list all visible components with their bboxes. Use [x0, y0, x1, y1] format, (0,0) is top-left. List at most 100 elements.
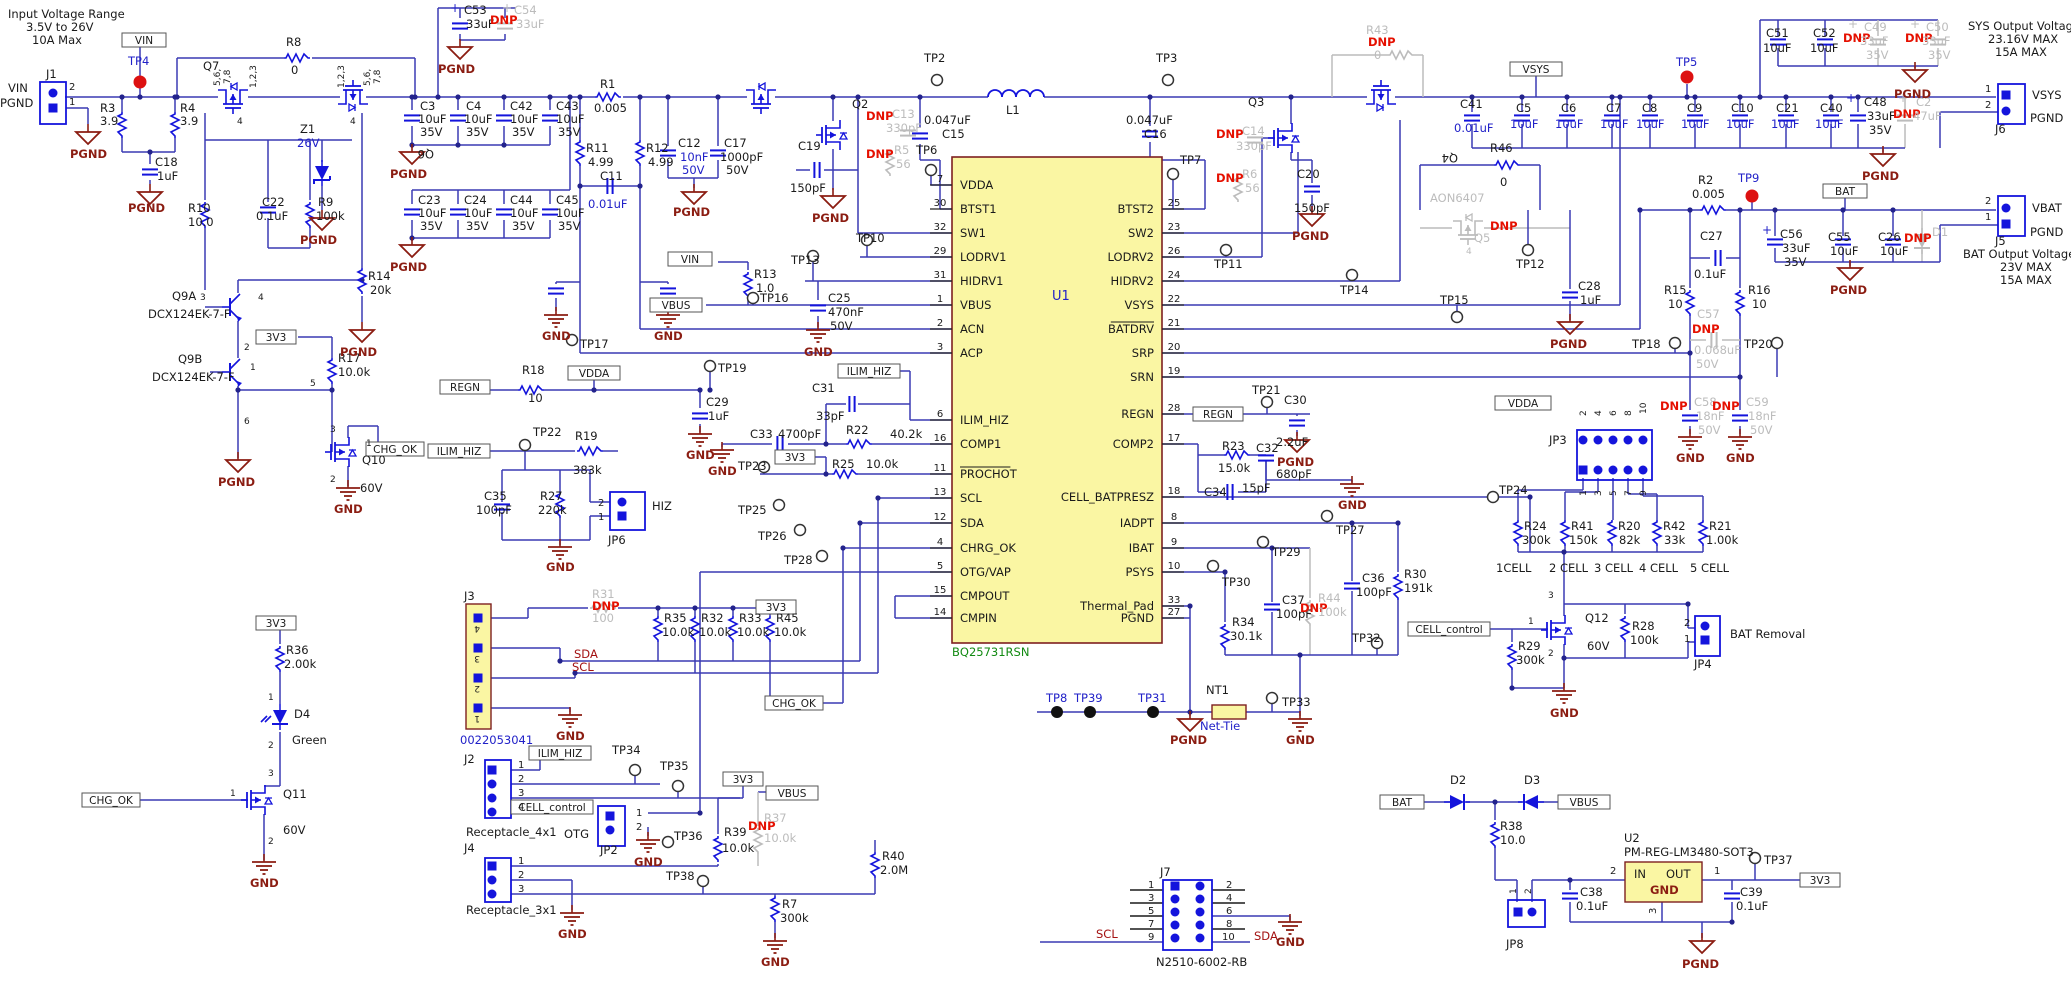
ic-pin-name: IBAT [1129, 541, 1155, 555]
junction-dot [823, 471, 829, 477]
schematic-label: 10 [1752, 297, 1767, 311]
ic-pin-number: 16 [934, 433, 947, 444]
net-label-box [439, 379, 491, 395]
junction-dot [547, 94, 553, 100]
schematic-label: 100pF [1356, 585, 1392, 599]
test-point [661, 835, 675, 849]
test-point-red [1745, 189, 1759, 203]
net-label-box [1192, 406, 1244, 422]
mosfet-symbol [1453, 212, 1483, 245]
junction-dot [1492, 799, 1498, 805]
schematic-label: 1 [636, 808, 642, 819]
schematic-label: C2 [1916, 95, 1931, 109]
schematic-label: 9 [1148, 932, 1154, 943]
schematic-label: GND [1726, 451, 1755, 465]
schematic-label: 330pF [886, 121, 922, 135]
schematic-label: R42 [1663, 519, 1686, 533]
schematic-label: 0.005 [594, 101, 627, 115]
schematic-label: GND [654, 329, 683, 343]
ic-pin-name: HIDRV2 [1111, 274, 1154, 288]
schematic-label: 1 [1985, 212, 1991, 223]
net-label: VBUS [1570, 797, 1599, 809]
schematic-label: TP33 [1281, 695, 1311, 709]
mosfet-part [757, 81, 766, 92]
schematic-label: C58 [1694, 395, 1717, 409]
schematic-label: R39 [724, 825, 747, 839]
schematic-label: R10 [188, 201, 211, 215]
schematic-label: PGND [70, 147, 107, 161]
connector-pin [2001, 106, 2011, 116]
schematic-label: C20 [1297, 167, 1320, 181]
test-point [1450, 310, 1464, 324]
ic-pin-name: VBUS [960, 298, 991, 312]
schematic-label: R28 [1632, 619, 1655, 633]
connector-pin [1593, 435, 1603, 445]
net-label-box [1799, 872, 1841, 888]
schematic-label: 4 [1466, 247, 1472, 257]
schematic-label: Q4 [1442, 151, 1458, 165]
connector-pin [1623, 465, 1633, 475]
schematic-label: DNP [1368, 35, 1396, 49]
schematic-label: 300k [1522, 533, 1551, 547]
schematic-label: 7,8 [223, 69, 233, 84]
schematic-label: Q6 [418, 147, 434, 161]
schematic-label: 470nF [828, 305, 864, 319]
schematic-label: 60V [360, 481, 383, 495]
schematic-label: J3 [463, 589, 475, 603]
test-point [1345, 268, 1359, 282]
mosfet-part [1377, 94, 1385, 100]
net-label: CELL_control [1415, 624, 1482, 636]
schematic-label: R45 [776, 611, 799, 625]
diode-part [273, 710, 287, 724]
pgnd-symbol [1555, 321, 1585, 336]
junction-dot [1609, 94, 1615, 100]
connector-pin [1608, 465, 1618, 475]
net-label: 3V3 [1810, 875, 1831, 887]
schematic-label: TP7 [1179, 153, 1201, 167]
connector-pin [1700, 621, 1710, 631]
schematic-label: 50V [1698, 423, 1721, 437]
schematic-label: PGND [1292, 229, 1329, 243]
schematic-label: 1CELL [1496, 561, 1532, 575]
connector-pin [1700, 635, 1710, 645]
resistor-symbol [832, 468, 858, 480]
resistor-symbol [304, 202, 316, 228]
schematic-label: 1 [268, 693, 274, 703]
net-label: ILIM_HIZ [437, 446, 482, 458]
schematic-label: 10uF [418, 112, 447, 126]
pgnd-symbol [818, 195, 848, 210]
net-label: 3V3 [785, 452, 806, 464]
schematic-label: 100pF [1276, 607, 1312, 621]
net-label: 3V3 [733, 774, 754, 786]
schematic-label: 2 [1579, 410, 1589, 416]
schematic-label: C55 [1828, 230, 1851, 244]
schematic-label: OUT [1666, 867, 1691, 881]
schematic-label: 3 [268, 769, 274, 779]
schematic-label: 10uF [1771, 117, 1800, 131]
junction-dot [591, 387, 597, 393]
resistor-symbol [884, 150, 896, 176]
schematic-label: R35 [664, 611, 687, 625]
ic-pin-name: CMPIN [960, 611, 997, 625]
schematic-label: 1 [474, 713, 480, 723]
connector-pin [2001, 219, 2011, 229]
net-label-box [755, 599, 797, 615]
schematic-label: C52 [1813, 26, 1836, 40]
schematic-label: 10 [1639, 402, 1649, 414]
schematic-label: TP34 [611, 743, 641, 757]
connector-body [39, 81, 67, 125]
led-symbol [260, 704, 288, 730]
schematic-label: PGND [340, 345, 377, 359]
connector-pin [617, 497, 627, 507]
connector-pin [1578, 435, 1588, 445]
ic-pin-number: 3 [937, 342, 943, 353]
schematic-label: GND [1276, 935, 1305, 949]
schematic-label: C37 [1282, 593, 1305, 607]
connector-pin [1170, 907, 1180, 917]
schematic-label: TP36 [673, 829, 703, 843]
schematic-label: C49 [1864, 20, 1887, 34]
connector-body [1997, 195, 2026, 237]
schematic-label: TP2 [923, 51, 945, 65]
ic-pin-name: CMPOUT [960, 589, 1010, 603]
schematic-label: 2 [1985, 196, 1991, 207]
